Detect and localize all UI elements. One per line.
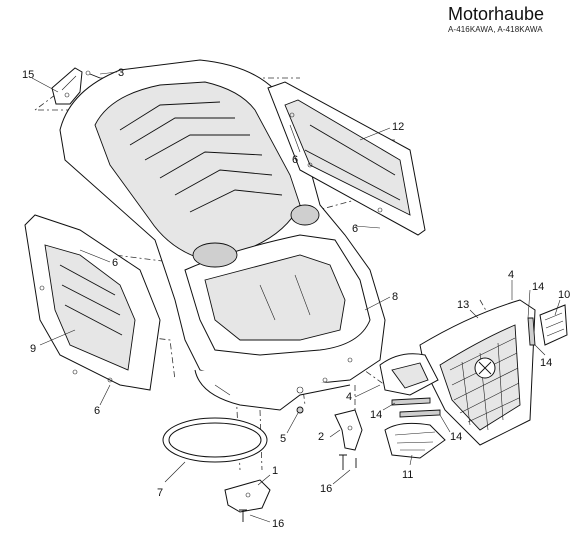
part-1-bracket bbox=[224, 479, 271, 513]
callout-12: 12 bbox=[392, 121, 404, 133]
callout-3: 3 bbox=[118, 67, 124, 79]
callout-8: 8 bbox=[392, 291, 398, 303]
callout-6-right: 6 bbox=[352, 223, 358, 235]
part-13-grille bbox=[419, 299, 536, 446]
callout-4-top: 4 bbox=[508, 269, 514, 281]
part-2-bracket bbox=[334, 409, 363, 451]
callout-4-bottom: 4 bbox=[346, 391, 352, 403]
grille-mesh bbox=[449, 337, 520, 431]
part-3-screw bbox=[85, 70, 101, 79]
callout-9: 9 bbox=[30, 343, 36, 355]
callout-1: 1 bbox=[272, 465, 278, 477]
callout-16-bottom: 16 bbox=[272, 518, 284, 530]
callout-10: 10 bbox=[558, 289, 570, 301]
model-numbers: A-416KAWA, A-418KAWA bbox=[448, 25, 543, 34]
part-12-panel bbox=[267, 81, 426, 236]
part-7-seal bbox=[162, 417, 268, 463]
part-15-bracket bbox=[51, 67, 83, 105]
leader-lines bbox=[31, 71, 561, 523]
part-10-small-grille bbox=[539, 304, 568, 346]
callout-14-right: 14 bbox=[540, 357, 552, 369]
part-11-insert bbox=[384, 422, 446, 459]
callout-14-top: 14 bbox=[532, 281, 544, 293]
part-14-strips bbox=[391, 317, 536, 418]
callout-14-bottom: 14 bbox=[450, 431, 462, 443]
part-8-hood bbox=[59, 59, 386, 411]
callout-5: 5 bbox=[280, 433, 286, 445]
callout-14-mid: 14 bbox=[370, 409, 382, 421]
callout-13: 13 bbox=[457, 299, 469, 311]
callout-labels: 15 3 12 6 6 6 9 6 8 4 14 10 13 14 4 14 1… bbox=[22, 67, 570, 530]
bolts bbox=[239, 406, 357, 522]
callout-6-left: 6 bbox=[112, 257, 118, 269]
callout-16-right: 16 bbox=[320, 483, 332, 495]
callout-7: 7 bbox=[157, 487, 163, 499]
callout-11: 11 bbox=[402, 469, 413, 481]
callout-15: 15 bbox=[22, 69, 34, 81]
part-9-side-panel bbox=[24, 214, 161, 391]
callout-6-bottom: 6 bbox=[94, 405, 100, 417]
callout-6-top: 6 bbox=[292, 154, 298, 166]
callout-2: 2 bbox=[318, 431, 324, 443]
part-4-lens bbox=[379, 353, 439, 396]
diagram-title: Motorhaube bbox=[448, 4, 545, 24]
